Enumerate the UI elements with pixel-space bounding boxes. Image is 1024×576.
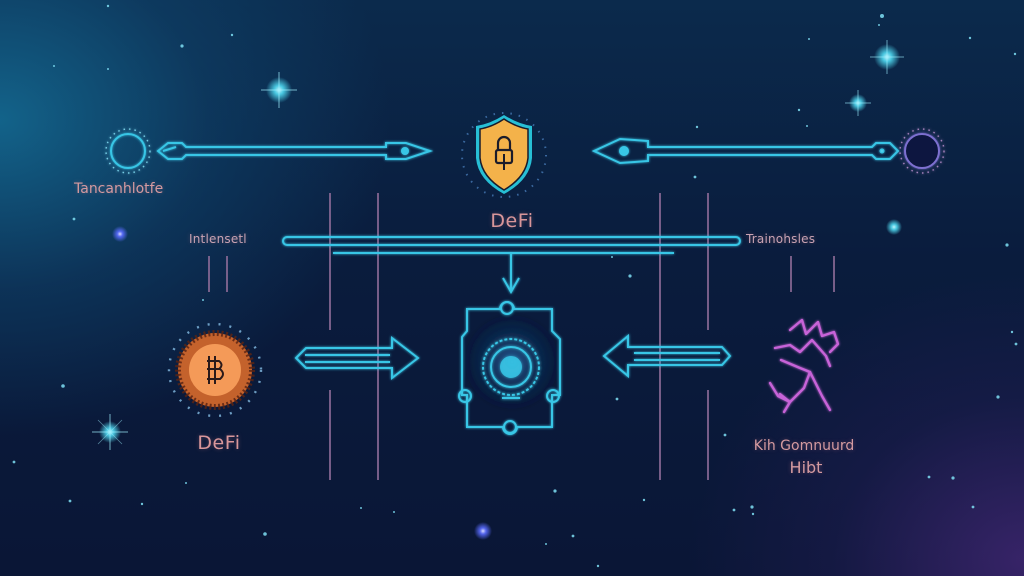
star-icon	[845, 90, 871, 116]
bitcoin-coin-icon	[167, 322, 263, 418]
star-icon	[92, 414, 128, 450]
right-mid-label: Trainohsles	[746, 232, 816, 246]
left-double-arrow-right	[294, 335, 420, 381]
star-icon	[112, 226, 128, 242]
top-node-label: DeFi	[490, 210, 534, 232]
right-top-connector-arrow	[591, 137, 900, 165]
vertical-guide-lines	[208, 193, 835, 480]
down-arrow	[502, 253, 520, 295]
star-icon	[474, 522, 492, 540]
star-icon	[870, 40, 904, 74]
star-icon	[261, 72, 297, 108]
abstract-glyph-icon	[768, 318, 840, 414]
right-bottom-node-label-line1: Kih Gomnuurd	[753, 438, 855, 454]
left-top-connector-arrow	[156, 142, 434, 160]
center-vault-node	[458, 301, 562, 435]
right-bottom-node-label-line2: Hibt	[789, 458, 823, 477]
right-top-ring-node	[899, 128, 945, 174]
left-top-ring-node	[105, 128, 151, 174]
shield-lock-icon	[461, 112, 547, 198]
left-bottom-node-label: DeFi	[197, 432, 241, 454]
small-stars	[12, 4, 1018, 568]
horizontal-bus-line	[282, 236, 741, 254]
right-double-arrow-left	[602, 333, 732, 379]
left-top-node-label: Tancanhlotfe	[74, 181, 164, 197]
left-mid-label: Intlensetl	[189, 232, 247, 246]
star-icon	[886, 219, 902, 235]
